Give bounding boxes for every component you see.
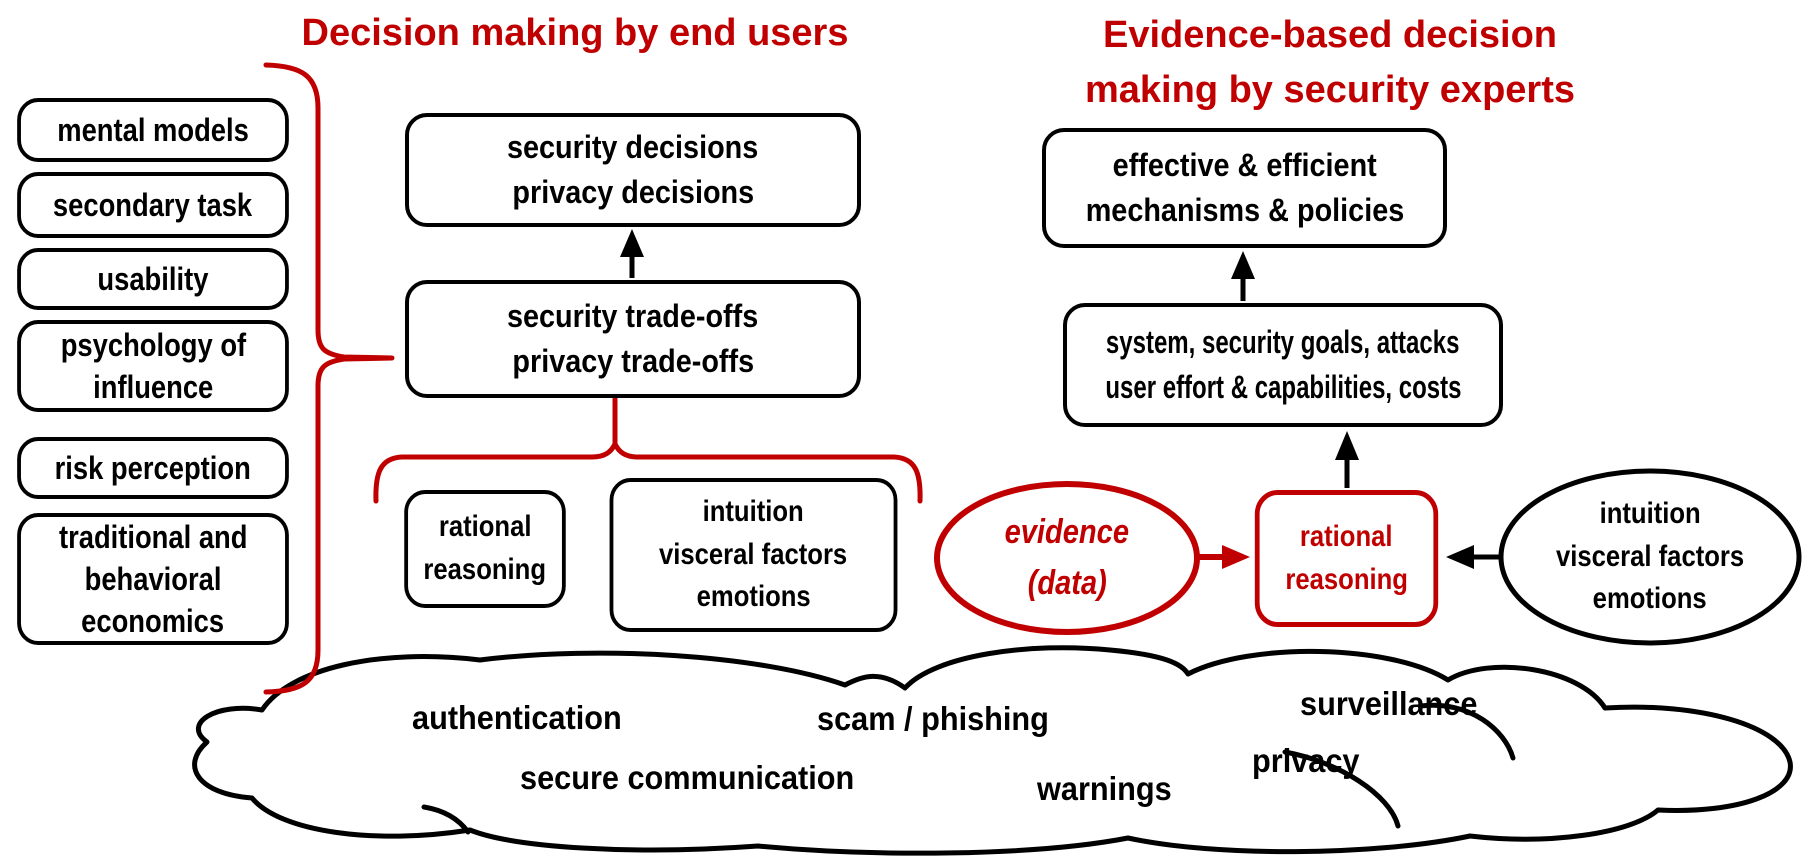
intuition-line3: emotions xyxy=(696,580,811,614)
cloud-notch-bottom-left xyxy=(421,804,471,835)
enduser-intuition-box: intuition visceral factors emotions xyxy=(609,478,898,632)
factor-box-behavioral-economics: traditional and behavioral economics xyxy=(17,513,289,645)
factor-box-psychology-of-influence: psychology of influence xyxy=(17,320,289,412)
intuition-line1: intuition xyxy=(702,495,805,529)
expert-rational-reasoning-box: rational reasoning xyxy=(1254,490,1439,627)
cloud-topic-warnings: warnings xyxy=(1037,770,1172,807)
cloud-topic-secure-communication: secure communication xyxy=(520,759,855,796)
title-security-experts: Evidence-based decision making by securi… xyxy=(1040,8,1620,118)
factor-label: secondary task xyxy=(53,186,253,223)
factor-label-line1: traditional and xyxy=(58,518,248,555)
expert-intuition-line3: emotions xyxy=(1592,582,1708,616)
cloud-notch-right-bottom xyxy=(1282,749,1401,829)
context-box: system, security goals, attacks user eff… xyxy=(1063,303,1503,427)
factor-label-line3: economics xyxy=(81,603,225,640)
expert-intuition-ellipse-label: intuition visceral factors emotions xyxy=(1508,472,1793,642)
cloud-topic-scam-phishing: scam / phishing xyxy=(817,700,1049,737)
arrow-rational-to-context-head xyxy=(1335,431,1359,460)
factor-box-mental-models: mental models xyxy=(17,98,289,162)
left-factors-brace xyxy=(263,62,395,695)
factor-box-risk-perception: risk perception xyxy=(17,437,289,499)
outcome-line2: mechanisms & policies xyxy=(1085,192,1404,228)
arrow-evidence-to-rational-head xyxy=(1222,545,1250,569)
factor-label-line2: behavioral xyxy=(84,560,222,597)
factor-label: risk perception xyxy=(54,449,252,486)
expert-intuition-line2: visceral factors xyxy=(1555,539,1745,573)
context-line2: user effort & capabilities, costs xyxy=(1104,369,1462,405)
tradeoffs-line2: privacy trade-offs xyxy=(512,343,754,379)
factor-label-line2: influence xyxy=(92,369,214,405)
factor-box-secondary-task: secondary task xyxy=(17,172,289,238)
title-security-experts-line2: making by security experts xyxy=(1085,69,1575,112)
evidence-line2: (data) xyxy=(1027,564,1107,602)
cloud-topic-surveillance: surveillance xyxy=(1300,685,1478,722)
rational-line1: rational xyxy=(438,510,532,544)
rational-line2: reasoning xyxy=(423,553,547,586)
arrow-tradeoffs-to-decisions-head xyxy=(620,229,644,257)
tradeoffs-box: security trade-offs privacy trade-offs xyxy=(405,280,861,398)
expert-intuition-line1: intuition xyxy=(1599,497,1701,531)
cloud-topic-privacy: privacy xyxy=(1252,742,1360,779)
outcome-line1: effective & efficient xyxy=(1112,146,1377,183)
context-line1: system, security goals, attacks xyxy=(1106,323,1460,360)
evidence-ellipse-label: evidence (data) xyxy=(944,488,1191,628)
reasoning-sources-brace xyxy=(373,441,923,504)
tradeoffs-line1: security trade-offs xyxy=(507,297,759,334)
title-security-experts-line1: Evidence-based decision xyxy=(1102,14,1558,56)
title-end-users: Decision making by end users xyxy=(301,12,849,54)
intuition-line2: visceral factors xyxy=(659,537,848,571)
arrow-intuition-to-rational-head xyxy=(1446,545,1474,569)
factor-label-line1: psychology of xyxy=(60,326,246,363)
expert-rational-line1: rational xyxy=(1300,519,1393,553)
cloud-topic-authentication: authentication xyxy=(412,699,622,736)
enduser-rational-reasoning-box: rational reasoning xyxy=(404,490,566,608)
factor-box-usability: usability xyxy=(17,248,289,310)
cloud-notch-right xyxy=(1417,702,1516,761)
evidence-ellipse-shape xyxy=(934,481,1200,635)
expert-rational-line2: reasoning xyxy=(1285,562,1408,596)
decisions-line1: security decisions xyxy=(507,128,759,165)
factor-label: mental models xyxy=(57,111,249,148)
evidence-line1: evidence xyxy=(1004,513,1130,551)
decisions-line2: privacy decisions xyxy=(512,174,754,210)
topics-cloud-shape xyxy=(192,645,1793,856)
outcome-box: effective & efficient mechanisms & polic… xyxy=(1042,128,1447,248)
factor-label: usability xyxy=(97,260,209,297)
arrow-context-to-outcome-head xyxy=(1231,251,1255,279)
decisions-box: security decisions privacy decisions xyxy=(405,113,861,227)
